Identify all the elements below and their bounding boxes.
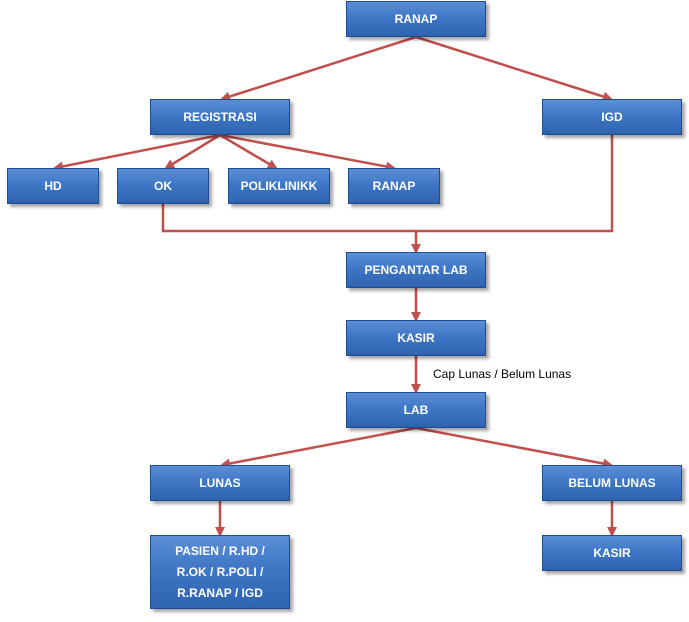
node-pasien: PASIEN / R.HD / R.OK / R.POLI / R.RANAP …: [150, 535, 290, 609]
node-lab: LAB: [346, 392, 486, 428]
node-ok: OK: [117, 168, 209, 204]
connector-ranap-to-igd: [415, 35, 613, 102]
connector-lab-to-belum-lunas: [415, 426, 613, 469]
label-kasir-to-lab: Cap Lunas / Belum Lunas: [433, 367, 572, 381]
node-hd: HD: [7, 168, 99, 204]
node-pengantar-lab: PENGANTAR LAB: [346, 252, 486, 288]
connector-lab-to-lunas: [220, 426, 417, 469]
node-poliklinik: POLIKLINIKK: [228, 168, 330, 204]
node-lunas: LUNAS: [150, 465, 290, 501]
connector-registrasi-to-ok: [164, 133, 221, 170]
connector-igd-to-pengantar: [411, 135, 614, 254]
connector-registrasi-to-hd: [53, 133, 221, 172]
connector-registrasi-to-ranap: [219, 133, 396, 172]
node-ranap-top: RANAP: [346, 1, 486, 37]
node-kasir-bottom: KASIR: [542, 535, 682, 571]
node-ranap-mid: RANAP: [348, 168, 440, 204]
connector-ranap-to-registrasi: [220, 35, 417, 102]
node-kasir-mid: KASIR: [346, 320, 486, 356]
node-belum-lunas: BELUM LUNAS: [542, 465, 682, 501]
node-igd: IGD: [542, 99, 682, 135]
connector-registrasi-to-poliklinik: [219, 133, 278, 170]
node-registrasi: REGISTRASI: [150, 99, 290, 135]
connector-ok-merge: [161, 204, 416, 233]
